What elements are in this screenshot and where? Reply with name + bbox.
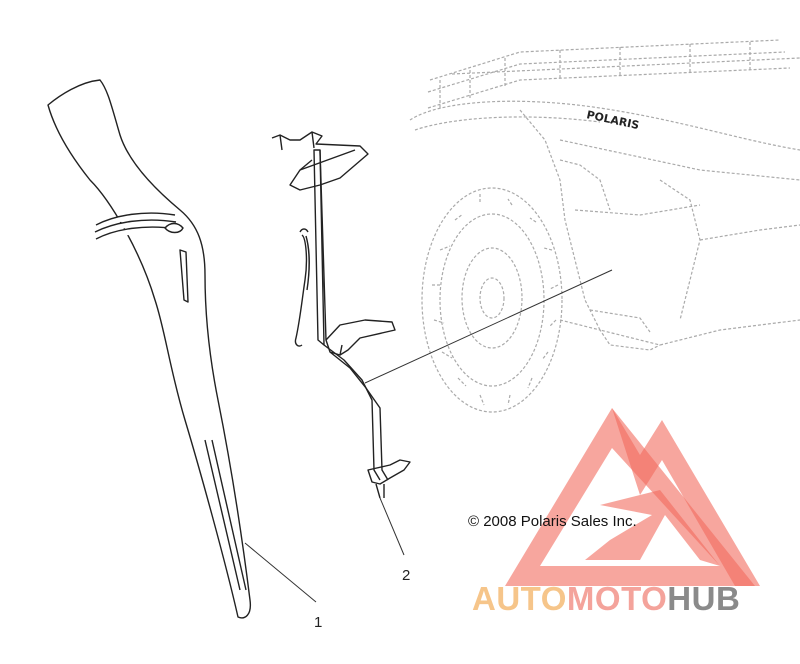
watermark-auto: AUTO [472, 580, 567, 617]
leader-lines [244, 269, 613, 603]
automotohub-logo [505, 408, 760, 586]
atv-illustration [409, 39, 800, 413]
watermark-moto: MOTO [566, 580, 668, 617]
leader-line-1 [244, 542, 317, 603]
part-number-2: 2 [402, 567, 411, 584]
attachment-leader-line [364, 269, 613, 384]
watermark-text: AUTOMOTOHUB [472, 580, 740, 618]
part-number-1: 1 [314, 614, 323, 631]
gun-scabbard-part [47, 79, 252, 619]
leader-line-2 [379, 497, 405, 556]
watermark-hub: HUB [667, 580, 741, 617]
mounting-bracket-part [271, 131, 411, 499]
polaris-logo: POLARIS [585, 108, 640, 132]
copyright-notice: © 2008 Polaris Sales Inc. [468, 513, 637, 530]
